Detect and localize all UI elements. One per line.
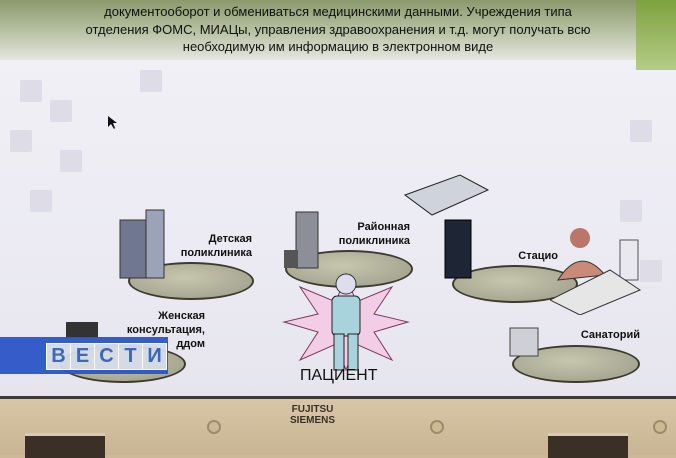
server-icon [403,174,490,279]
patient-label: ПАЦИЕНТ [300,367,378,384]
monitor-button[interactable] [207,420,221,434]
books-icon [66,322,98,338]
logo-letter: Е [70,343,95,370]
node-label-sanatorium: Санаторий [580,329,640,341]
logo-letter: С [94,343,119,370]
node-label-hospital: Стацио [518,250,558,262]
building-icon [119,209,165,279]
mouse-cursor-icon [108,116,117,129]
slide-text-line: документооборот и обмениваться медицинск… [104,4,572,19]
channel-logo-overlay: В Е С Т И [0,337,168,374]
monitor-stand-foot [548,433,628,458]
doctor-at-computer-icon [550,228,642,315]
presentation-screen: документооборот и обмениваться медицинск… [0,0,676,399]
monitor-button[interactable] [430,420,444,434]
patient-figure-icon [282,272,410,372]
slide-text-line: отделения ФОМС, МИАЦы, управления здраво… [85,22,591,37]
slide-accent-strip [636,0,676,70]
monitor-stand-foot [25,433,105,458]
printer-icon [509,327,539,357]
slide-header-band [0,0,676,60]
building-icon [284,211,319,269]
logo-letter: И [142,343,167,370]
logo-letter: В [46,343,71,370]
monitor-button[interactable] [653,420,667,434]
logo-letter: Т [118,343,143,370]
slide-text-line: необходимую им информацию в электронном … [182,39,494,54]
